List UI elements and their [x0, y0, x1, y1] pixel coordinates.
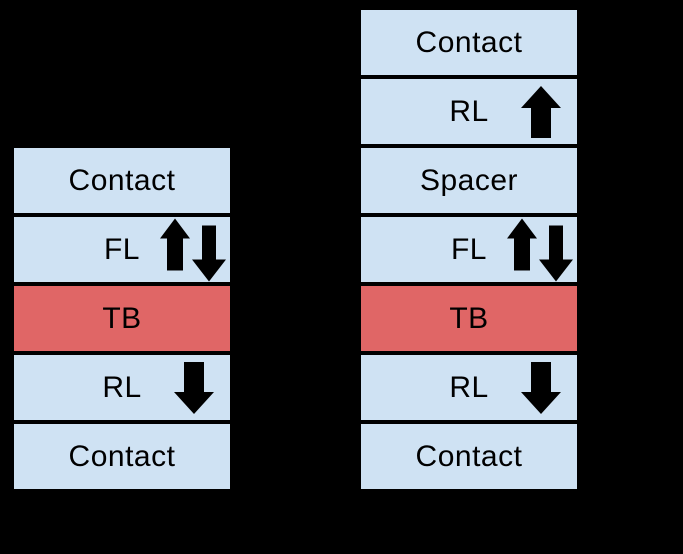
layer-fl: FL: [14, 217, 230, 282]
layer-label: RL: [449, 94, 489, 128]
layer-label: Contact: [415, 439, 523, 473]
layer-rl: RL: [361, 79, 577, 144]
layer-label: Contact: [68, 439, 176, 473]
layer-label: Contact: [68, 163, 176, 197]
layer-tb: TB: [14, 286, 230, 351]
magnetization-arrows: [160, 218, 226, 281]
layer-tb: TB: [361, 286, 577, 351]
layer-contact: Contact: [14, 424, 230, 489]
magnetization-arrows: [521, 85, 561, 138]
layer-contact: Contact: [14, 148, 230, 213]
layer-label: Spacer: [419, 163, 519, 197]
layer-label: Contact: [415, 25, 523, 59]
layer-contact: Contact: [361, 10, 577, 75]
layer-label: TB: [449, 301, 489, 335]
up-arrow-icon: [507, 218, 537, 270]
layer-rl: RL: [361, 355, 577, 420]
layer-label: RL: [102, 370, 142, 404]
down-arrow-icon: [539, 225, 573, 281]
magnetization-arrows: [174, 361, 214, 414]
down-arrow-icon: [192, 225, 226, 281]
down-arrow-icon: [174, 361, 214, 414]
layer-label: FL: [103, 232, 140, 266]
layer-label: FL: [450, 232, 487, 266]
magnetization-arrows: [521, 361, 561, 414]
up-arrow-icon: [160, 218, 190, 270]
layer-label: RL: [449, 370, 489, 404]
layer-contact: Contact: [361, 424, 577, 489]
up-arrow-icon: [521, 85, 561, 138]
down-arrow-icon: [521, 361, 561, 414]
layer-spacer: Spacer: [361, 148, 577, 213]
layer-rl: RL: [14, 355, 230, 420]
layer-fl: FL: [361, 217, 577, 282]
magnetization-arrows: [507, 218, 573, 281]
layer-label: TB: [102, 301, 142, 335]
